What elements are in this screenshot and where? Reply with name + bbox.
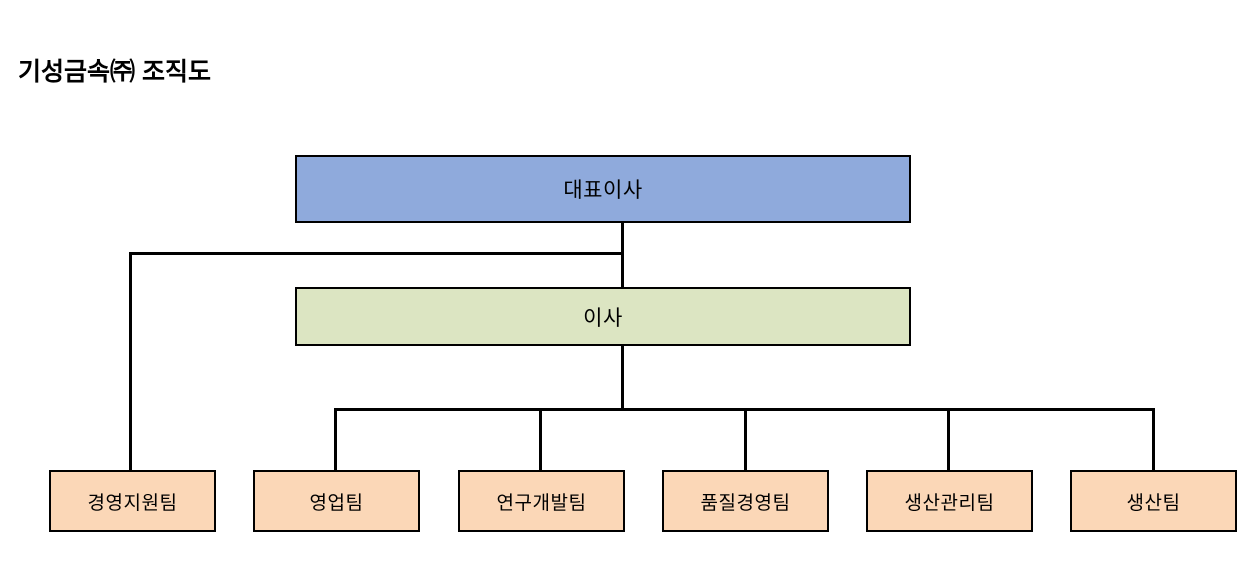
- org-node-director[interactable]: 이사: [295, 287, 911, 346]
- org-node-team-prod-mgmt[interactable]: 생산관리팀: [866, 470, 1033, 532]
- connector-ceo-spine: [621, 223, 624, 288]
- connector-ceo-left-branch-drop: [129, 252, 132, 471]
- connector-drop-team-sales: [334, 408, 337, 471]
- connector-drop-team-production: [1152, 408, 1155, 471]
- org-node-team-quality[interactable]: 품질경영팀: [662, 470, 829, 532]
- page-title: 기성금속㈜ 조직도: [18, 58, 211, 86]
- org-node-team-sales[interactable]: 영업팀: [253, 470, 420, 532]
- connector-drop-team-quality: [744, 408, 747, 471]
- connector-director-spine: [621, 346, 624, 410]
- org-node-ceo[interactable]: 대표이사: [295, 155, 911, 223]
- connector-drop-team-rnd: [539, 408, 542, 471]
- connector-drop-team-prod-mgmt: [947, 408, 950, 471]
- org-node-team-mgmt-support[interactable]: 경영지원팀: [49, 470, 216, 532]
- org-node-team-rnd[interactable]: 연구개발팀: [458, 470, 625, 532]
- org-node-team-production[interactable]: 생산팀: [1070, 470, 1237, 532]
- connector-ceo-left-branch-horizontal: [129, 252, 623, 255]
